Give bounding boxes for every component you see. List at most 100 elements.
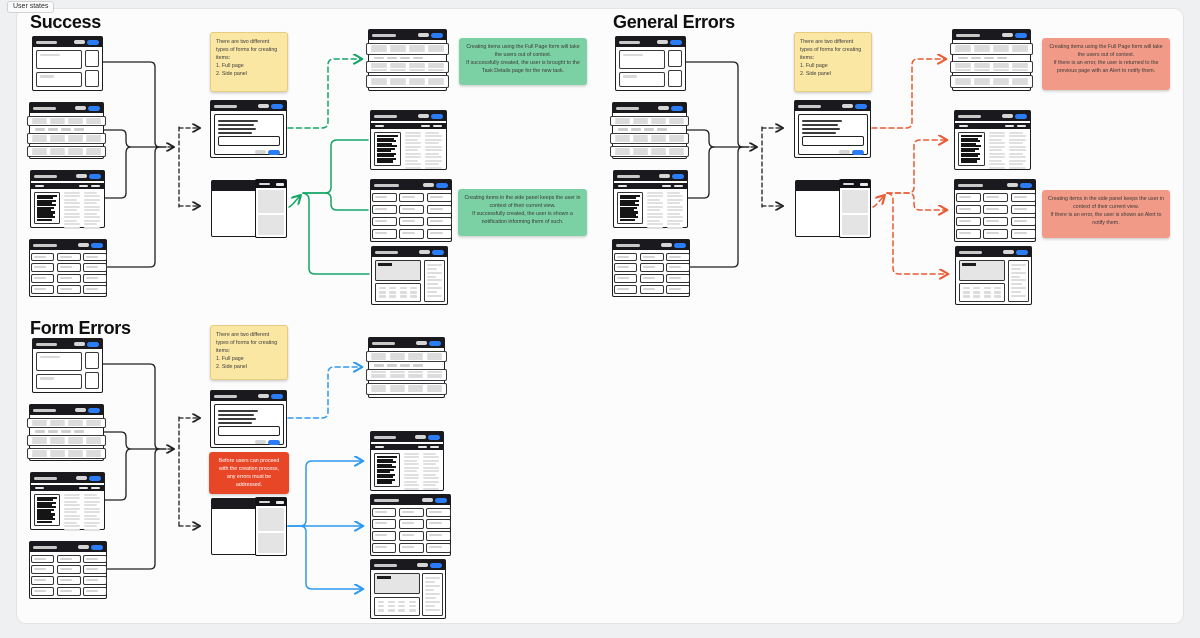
wireframe-details[interactable] — [370, 559, 446, 619]
filter-chips — [374, 364, 439, 367]
wireframe-table[interactable] — [366, 337, 447, 398]
wireframe-table[interactable] — [27, 102, 106, 159]
board-card — [1010, 204, 1037, 215]
sticky-note-red[interactable]: Before users can proceed with the creati… — [209, 452, 289, 494]
table-row — [32, 436, 101, 440]
decor-placeholder — [667, 216, 683, 218]
decor-placeholder — [408, 609, 416, 612]
form-footer — [802, 148, 864, 155]
wireframe-board[interactable] — [29, 239, 108, 297]
decor-placeholder — [1010, 264, 1026, 267]
decor-placeholder — [86, 449, 101, 452]
decor-placeholder — [408, 376, 424, 379]
board-body — [369, 190, 453, 241]
wireframe-board[interactable] — [954, 179, 1037, 242]
wireframe-timeline[interactable] — [370, 110, 447, 170]
decor-placeholder — [410, 287, 418, 290]
decor-placeholder — [50, 139, 65, 142]
wireframe-board[interactable] — [369, 494, 452, 556]
decor-placeholder — [633, 147, 648, 150]
sticky-note-salmon[interactable]: Creating items in the side panel keeps t… — [1042, 190, 1170, 238]
board-card — [639, 263, 664, 272]
sticky-note-salmon[interactable]: Creating items using the Full Page form … — [1042, 38, 1170, 90]
decor-placeholder — [633, 134, 648, 138]
decor-placeholder — [955, 82, 971, 86]
decor-placeholder — [37, 513, 56, 516]
wireframe-board[interactable] — [612, 239, 691, 297]
secondary-button — [1003, 250, 1014, 254]
decor-placeholder — [86, 255, 99, 258]
wireframe-form[interactable] — [210, 390, 287, 448]
table-row — [377, 600, 416, 604]
wireframe-timeline[interactable] — [30, 472, 105, 531]
page-tag-chip[interactable]: User states — [7, 1, 55, 13]
wireframe-dashboard[interactable] — [615, 36, 686, 91]
decor-placeholder — [961, 150, 976, 153]
board-body — [369, 505, 452, 555]
wireframe-panel[interactable] — [211, 497, 287, 556]
wireframe-dashboard[interactable] — [32, 36, 103, 91]
wireframe-panel[interactable] — [211, 179, 287, 238]
decor-placeholder — [40, 75, 54, 78]
details-sidebar — [423, 259, 445, 302]
wireframe-table[interactable] — [366, 29, 449, 91]
form-body — [211, 111, 286, 157]
wireframe-timeline[interactable] — [954, 110, 1031, 170]
board-card — [83, 252, 108, 261]
decor-placeholder — [84, 205, 100, 208]
decor-placeholder — [35, 430, 45, 433]
board-card — [613, 285, 638, 294]
wireframe-timeline[interactable] — [30, 170, 105, 229]
decor-placeholder — [428, 47, 444, 50]
wireframe-board[interactable] — [369, 179, 453, 242]
decor-placeholder — [426, 355, 442, 358]
app-topbar — [212, 499, 286, 509]
decor-placeholder — [618, 128, 628, 131]
wireframe-form[interactable] — [794, 100, 871, 158]
decor-placeholder — [389, 352, 405, 356]
hero-panel — [958, 259, 1006, 281]
decor-placeholder — [409, 50, 425, 53]
connector-blue — [287, 461, 362, 527]
board-card — [399, 216, 425, 227]
app-topbar — [212, 181, 286, 191]
wireframe-timeline[interactable] — [613, 170, 688, 229]
decor-placeholder — [620, 201, 635, 204]
decor-placeholder — [428, 66, 444, 69]
wireframe-table[interactable] — [610, 102, 689, 159]
wireframe-form[interactable] — [210, 100, 287, 158]
sticky-note-yellow[interactable]: There are two different types of forms f… — [794, 32, 872, 92]
decor-placeholder — [50, 149, 65, 153]
decor-placeholder — [64, 493, 81, 496]
sticky-note-yellow[interactable]: There are two different types of forms f… — [210, 32, 288, 92]
table-body — [27, 113, 106, 158]
wireframe-timeline[interactable] — [370, 431, 444, 491]
board-card — [371, 543, 397, 553]
dashboard-body — [33, 349, 102, 392]
decor-placeholder — [961, 262, 976, 266]
decor-placeholder — [84, 518, 100, 520]
wireframe-details[interactable] — [371, 246, 448, 305]
decor-placeholder — [983, 287, 991, 290]
details-body — [372, 257, 447, 304]
decor-placeholder — [662, 184, 671, 187]
wireframe-details[interactable] — [955, 246, 1032, 305]
decor-placeholder — [389, 295, 397, 298]
side-widget — [84, 50, 99, 67]
decor-placeholder — [426, 268, 438, 271]
decor-placeholder — [984, 56, 994, 60]
wireframe-board[interactable] — [29, 541, 108, 599]
decor-placeholder — [37, 201, 52, 204]
sticky-note-green[interactable]: Creating items in the side panel keeps t… — [458, 189, 587, 236]
wireframe-table[interactable] — [27, 404, 106, 461]
wireframe-table[interactable] — [950, 29, 1033, 91]
decor-placeholder — [620, 194, 641, 197]
wireframe-dashboard[interactable] — [32, 338, 103, 393]
wireframe-panel[interactable] — [795, 179, 871, 238]
connector-green — [302, 192, 370, 275]
sticky-note-yellow[interactable]: There are two different types of forms f… — [210, 325, 288, 380]
sticky-note-green[interactable]: Creating items using the Full Page form … — [459, 38, 587, 85]
decor-placeholder — [615, 134, 630, 138]
decor-placeholder — [425, 596, 436, 599]
